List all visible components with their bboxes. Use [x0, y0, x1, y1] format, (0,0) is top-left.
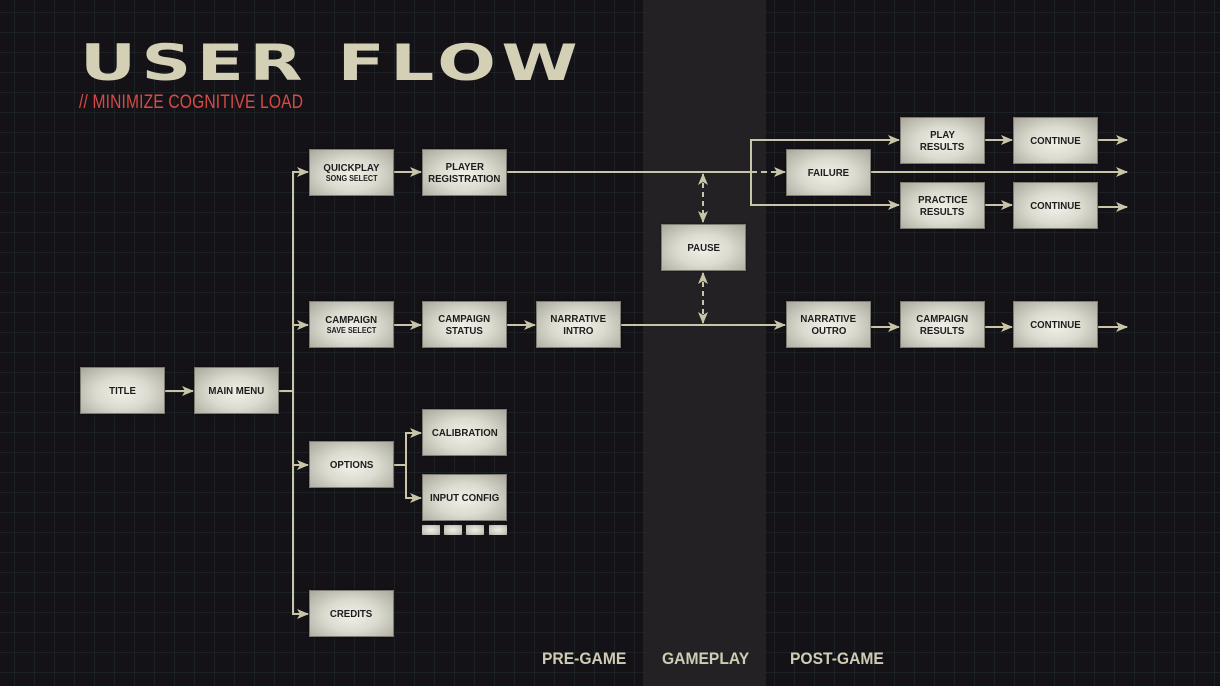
- input-config-sub-item: [444, 525, 462, 535]
- node-input-config[interactable]: INPUT CONFIG: [422, 474, 507, 521]
- node-label: CONTINUE: [1030, 134, 1081, 147]
- node-label: PLAY: [930, 128, 955, 141]
- gameplay-phase-band: [643, 0, 766, 686]
- input-config-sub-item: [489, 525, 507, 535]
- node-label: PAUSE: [687, 241, 720, 254]
- node-label: PRACTICE: [917, 193, 968, 206]
- node-label: REGISTRATION: [428, 172, 501, 185]
- node-label: INPUT CONFIG: [429, 491, 500, 504]
- node-label: FAILURE: [807, 166, 850, 179]
- node-label: CONTINUE: [1030, 318, 1081, 331]
- node-title[interactable]: TITLE: [80, 367, 165, 414]
- node-practice-results[interactable]: PRACTICE RESULTS: [900, 182, 985, 229]
- page-subtitle: // MINIMIZE COGNITIVE LOAD: [79, 92, 304, 113]
- node-label: STATUS: [445, 324, 484, 337]
- node-campaign-status[interactable]: CAMPAIGN STATUS: [422, 301, 507, 348]
- node-label: RESULTS: [920, 205, 965, 218]
- node-label: PLAYER: [445, 160, 484, 173]
- node-label: CREDITS: [330, 607, 373, 620]
- node-quickplay[interactable]: QUICKPLAY SONG SELECT: [309, 149, 394, 196]
- node-pause[interactable]: PAUSE: [661, 224, 746, 271]
- node-continue-campaign[interactable]: CONTINUE: [1013, 301, 1098, 348]
- input-config-sub-item: [422, 525, 440, 535]
- node-label: RESULTS: [920, 324, 965, 337]
- node-sublabel: SAVE SELECT: [326, 325, 377, 335]
- node-label: NARRATIVE: [550, 312, 607, 325]
- phase-label-pre-game: PRE-GAME: [542, 649, 627, 668]
- node-label: OPTIONS: [329, 458, 374, 471]
- input-config-sub-item: [466, 525, 484, 535]
- node-label: CALIBRATION: [431, 426, 498, 439]
- node-continue-play[interactable]: CONTINUE: [1013, 117, 1098, 164]
- node-label: MAIN MENU: [208, 384, 265, 397]
- page-title: USER FLOW: [80, 34, 584, 92]
- node-label: CONTINUE: [1030, 199, 1081, 212]
- node-label: CAMPAIGN: [438, 312, 491, 325]
- node-credits[interactable]: CREDITS: [309, 590, 394, 637]
- node-calibration[interactable]: CALIBRATION: [422, 409, 507, 456]
- phase-label-post-game: POST-GAME: [790, 649, 884, 668]
- node-narrative-intro[interactable]: NARRATIVE INTRO: [536, 301, 621, 348]
- node-label: QUICKPLAY: [323, 161, 380, 174]
- node-play-results[interactable]: PLAY RESULTS: [900, 117, 985, 164]
- node-options[interactable]: OPTIONS: [309, 441, 394, 488]
- node-failure[interactable]: FAILURE: [786, 149, 871, 196]
- node-campaign[interactable]: CAMPAIGN SAVE SELECT: [309, 301, 394, 348]
- node-continue-practice[interactable]: CONTINUE: [1013, 182, 1098, 229]
- node-campaign-results[interactable]: CAMPAIGN RESULTS: [900, 301, 985, 348]
- node-label: NARRATIVE: [800, 312, 857, 325]
- node-main-menu[interactable]: MAIN MENU: [194, 367, 279, 414]
- node-label: TITLE: [109, 384, 136, 397]
- node-label: CAMPAIGN: [325, 313, 378, 326]
- node-label: OUTRO: [811, 324, 846, 337]
- node-player-registration[interactable]: PLAYER REGISTRATION: [422, 149, 507, 196]
- phase-label-gameplay: GAMEPLAY: [662, 649, 750, 668]
- node-label: RESULTS: [920, 140, 965, 153]
- node-label: CAMPAIGN: [916, 312, 969, 325]
- node-label: INTRO: [563, 324, 594, 337]
- node-sublabel: SONG SELECT: [325, 173, 378, 183]
- node-narrative-outro[interactable]: NARRATIVE OUTRO: [786, 301, 871, 348]
